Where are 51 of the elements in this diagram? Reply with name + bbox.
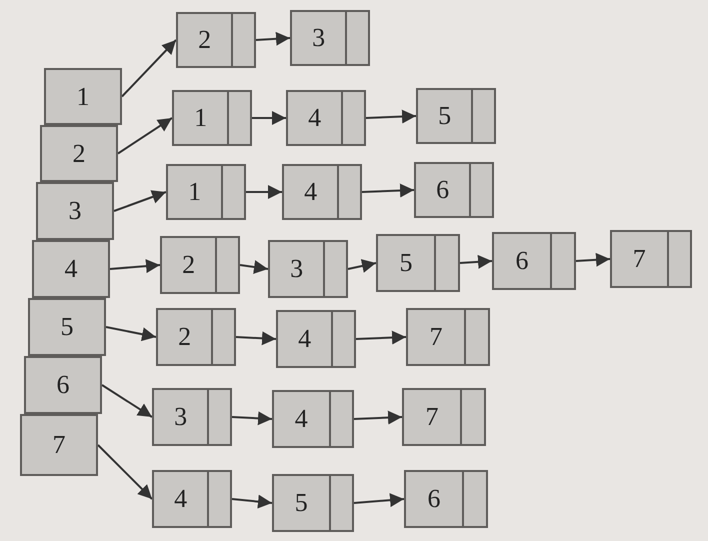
array-cell: 6 bbox=[24, 356, 102, 414]
list-node: 1 bbox=[166, 164, 246, 220]
arrow bbox=[106, 326, 156, 342]
array-cell: 5 bbox=[28, 298, 106, 356]
list-node: 4 bbox=[286, 90, 366, 146]
array-cell: 7 bbox=[20, 414, 98, 476]
list-node: 2 bbox=[156, 308, 236, 366]
arrow bbox=[576, 252, 610, 267]
list-node: 3 bbox=[268, 240, 348, 298]
arrow bbox=[236, 331, 276, 346]
arrow bbox=[246, 185, 282, 199]
list-node: 7 bbox=[402, 388, 486, 446]
list-node: 2 bbox=[176, 12, 256, 68]
list-node: 6 bbox=[414, 162, 494, 218]
list-node: 5 bbox=[272, 474, 354, 532]
list-node: 1 bbox=[172, 90, 252, 146]
list-node: 7 bbox=[610, 230, 692, 288]
list-node: 4 bbox=[272, 390, 354, 448]
arrow bbox=[366, 110, 416, 124]
arrow bbox=[114, 190, 166, 212]
arrow bbox=[121, 39, 177, 98]
list-node: 4 bbox=[276, 310, 356, 368]
arrow bbox=[348, 259, 376, 273]
arrow bbox=[354, 410, 402, 425]
arrow bbox=[110, 259, 160, 274]
arrow bbox=[362, 184, 414, 198]
list-node: 3 bbox=[152, 388, 232, 446]
arrow bbox=[232, 494, 272, 509]
list-node: 3 bbox=[290, 10, 370, 66]
list-node: 6 bbox=[492, 232, 576, 290]
list-node: 7 bbox=[406, 308, 490, 366]
arrow bbox=[240, 260, 268, 274]
arrow bbox=[232, 411, 272, 426]
array-cell: 4 bbox=[32, 240, 110, 298]
arrow bbox=[356, 330, 406, 345]
arrow bbox=[117, 117, 173, 154]
arrow bbox=[460, 254, 492, 269]
arrow bbox=[101, 384, 153, 418]
list-node: 4 bbox=[282, 164, 362, 220]
list-node: 4 bbox=[152, 470, 232, 528]
list-node: 6 bbox=[404, 470, 488, 528]
list-node: 5 bbox=[376, 234, 460, 292]
arrow bbox=[97, 444, 153, 500]
arrow bbox=[252, 111, 286, 125]
array-cell: 3 bbox=[36, 182, 114, 240]
list-node: 5 bbox=[416, 88, 496, 144]
arrow bbox=[354, 493, 404, 508]
arrow bbox=[256, 32, 290, 46]
list-node: 2 bbox=[160, 236, 240, 294]
array-cell: 2 bbox=[40, 125, 118, 182]
array-cell: 1 bbox=[44, 68, 122, 125]
